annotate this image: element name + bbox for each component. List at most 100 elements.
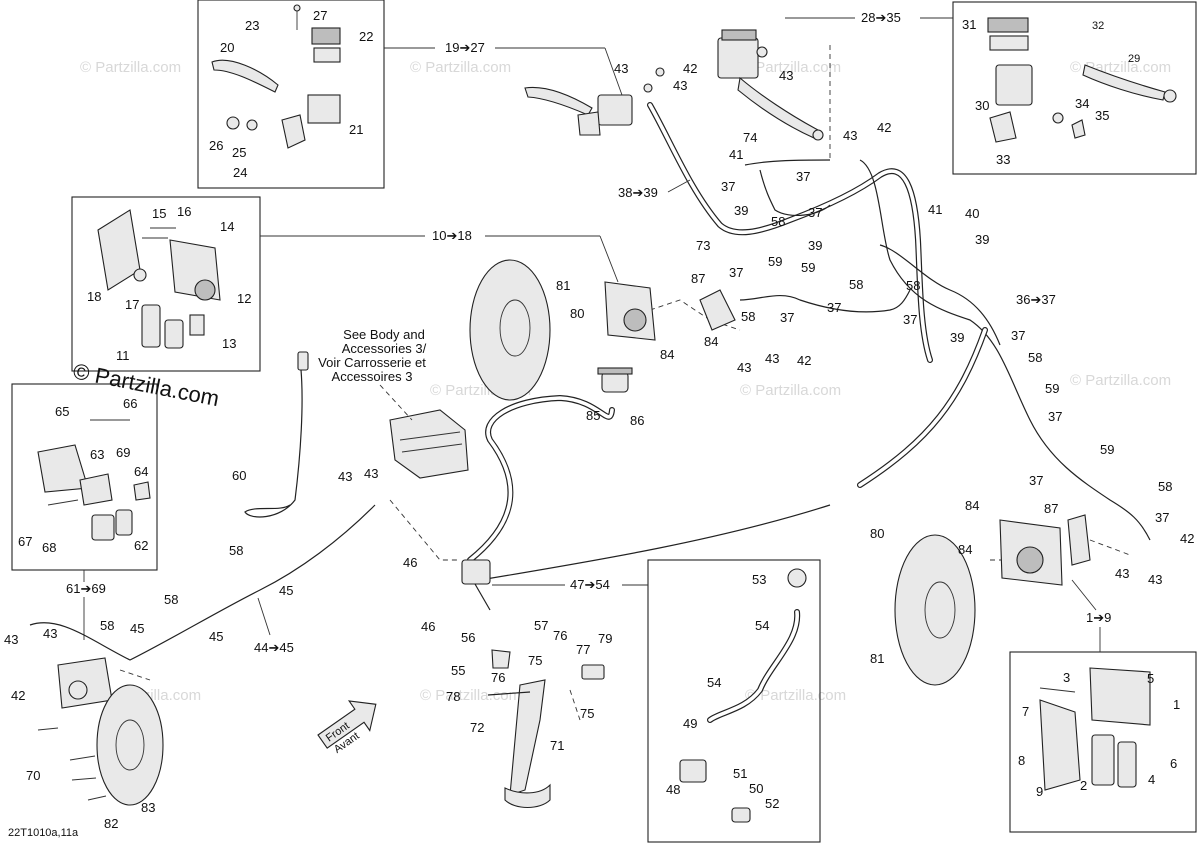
reservoir-cap [311, 27, 341, 45]
group-label-44-45: 44➔45 [254, 640, 294, 655]
callout: 58 [1158, 479, 1172, 494]
callout: 43 [338, 469, 352, 484]
callout: 55 [451, 663, 465, 678]
master-cylinder-main [597, 94, 633, 126]
callout: 43 [614, 61, 628, 76]
callout: 60 [232, 468, 246, 483]
group-label-61-69: 61➔69 [66, 581, 106, 596]
callout: 14 [220, 219, 234, 234]
callout: 17 [125, 297, 139, 312]
callout: 59 [801, 260, 815, 275]
callout: 84 [660, 347, 674, 362]
callout: 27 [313, 8, 327, 23]
callout: 35 [1095, 108, 1109, 123]
callout: 58 [771, 214, 785, 229]
callout: 42 [797, 353, 811, 368]
callout: 67 [18, 534, 32, 549]
callout: 16 [177, 204, 191, 219]
callout: 58 [849, 277, 863, 292]
callout: 43 [843, 128, 857, 143]
callout: 37 [1155, 510, 1169, 525]
callout: 45 [209, 629, 223, 644]
callout: 37 [1011, 328, 1025, 343]
brake-lines [29, 102, 1151, 661]
diagram-code: 22T1010a,11a [8, 827, 79, 839]
callout: 37 [721, 179, 735, 194]
callout: 37 [827, 300, 841, 315]
group-label-28-35: 28➔35 [861, 10, 901, 25]
callout: 56 [461, 630, 475, 645]
callout: 62 [134, 538, 148, 553]
callout: 4 [1148, 772, 1155, 787]
caliper-bracket [97, 209, 141, 291]
callout: 59 [768, 254, 782, 269]
group-label-10-18: 10➔18 [432, 228, 472, 243]
callout: 66 [123, 396, 137, 411]
engine-reference [389, 409, 469, 479]
callout: 73 [696, 238, 710, 253]
inset-box-10-18 [71, 196, 261, 372]
callout: 37 [808, 205, 822, 220]
callout: 37 [780, 310, 794, 325]
reference-note-line: Accessoires 3 [332, 369, 413, 384]
brake-pedal [509, 679, 546, 796]
callout: 39 [975, 232, 989, 247]
callout: 45 [279, 583, 293, 598]
reference-note: See Body and Accessories 3/ Voir Carross… [318, 327, 427, 421]
watermark: © Partzilla.com [410, 59, 511, 76]
brake-lever [211, 59, 279, 93]
callout: 2 [1080, 778, 1087, 793]
callout: 43 [364, 466, 378, 481]
callout: 43 [765, 351, 779, 366]
callout: 82 [104, 816, 118, 831]
callout: 46 [421, 619, 435, 634]
callout: 75 [528, 653, 542, 668]
callout: 59 [1100, 442, 1114, 457]
callout: 48 [666, 782, 680, 797]
callout: 39 [734, 203, 748, 218]
callout: 58 [100, 618, 114, 633]
pivot-bushing [226, 116, 240, 130]
callout: 37 [903, 312, 917, 327]
reference-note-line: Accessories 3/ [342, 341, 427, 356]
callout: 79 [598, 631, 612, 646]
callout: 54 [707, 675, 721, 690]
callout: 45 [130, 621, 144, 636]
callout: 42 [877, 120, 891, 135]
reservoir [601, 371, 629, 393]
callout: 49 [683, 716, 697, 731]
callout: 18 [87, 289, 101, 304]
master-cylinder-right [717, 37, 759, 79]
callout: 84 [965, 498, 979, 513]
callout: 11 [116, 348, 130, 363]
callout: 86 [630, 413, 644, 428]
callout: 43 [779, 68, 793, 83]
callout: 43 [1148, 572, 1162, 587]
callout: 29 [1128, 53, 1140, 65]
callout: 25 [232, 145, 246, 160]
callout: 87 [1044, 501, 1058, 516]
callout: 43 [737, 360, 751, 375]
front-arrow: Front Avant [317, 700, 377, 756]
callout: 54 [755, 618, 769, 633]
callout: 40 [965, 206, 979, 221]
callout: 39 [808, 238, 822, 253]
left-caliper [57, 657, 113, 709]
watermark: © Partzilla.com [420, 687, 521, 704]
callout: 41 [729, 147, 743, 162]
callout: 26 [209, 138, 223, 153]
partzilla-brand: © Partzilla.com [71, 358, 221, 411]
callout: 1 [1173, 697, 1180, 712]
inset-box-61-69 [11, 383, 158, 571]
callout: 58 [229, 543, 243, 558]
callout: 23 [245, 18, 259, 33]
callout: 5 [1147, 671, 1154, 686]
callout: 64 [134, 464, 148, 479]
watermark: © Partzilla.com [745, 687, 846, 704]
master-cylinder [307, 94, 341, 124]
callout: 34 [1075, 96, 1089, 111]
callout: 74 [743, 130, 757, 145]
callout: 58 [164, 592, 178, 607]
callout: 33 [996, 152, 1010, 167]
clamp [281, 114, 306, 149]
